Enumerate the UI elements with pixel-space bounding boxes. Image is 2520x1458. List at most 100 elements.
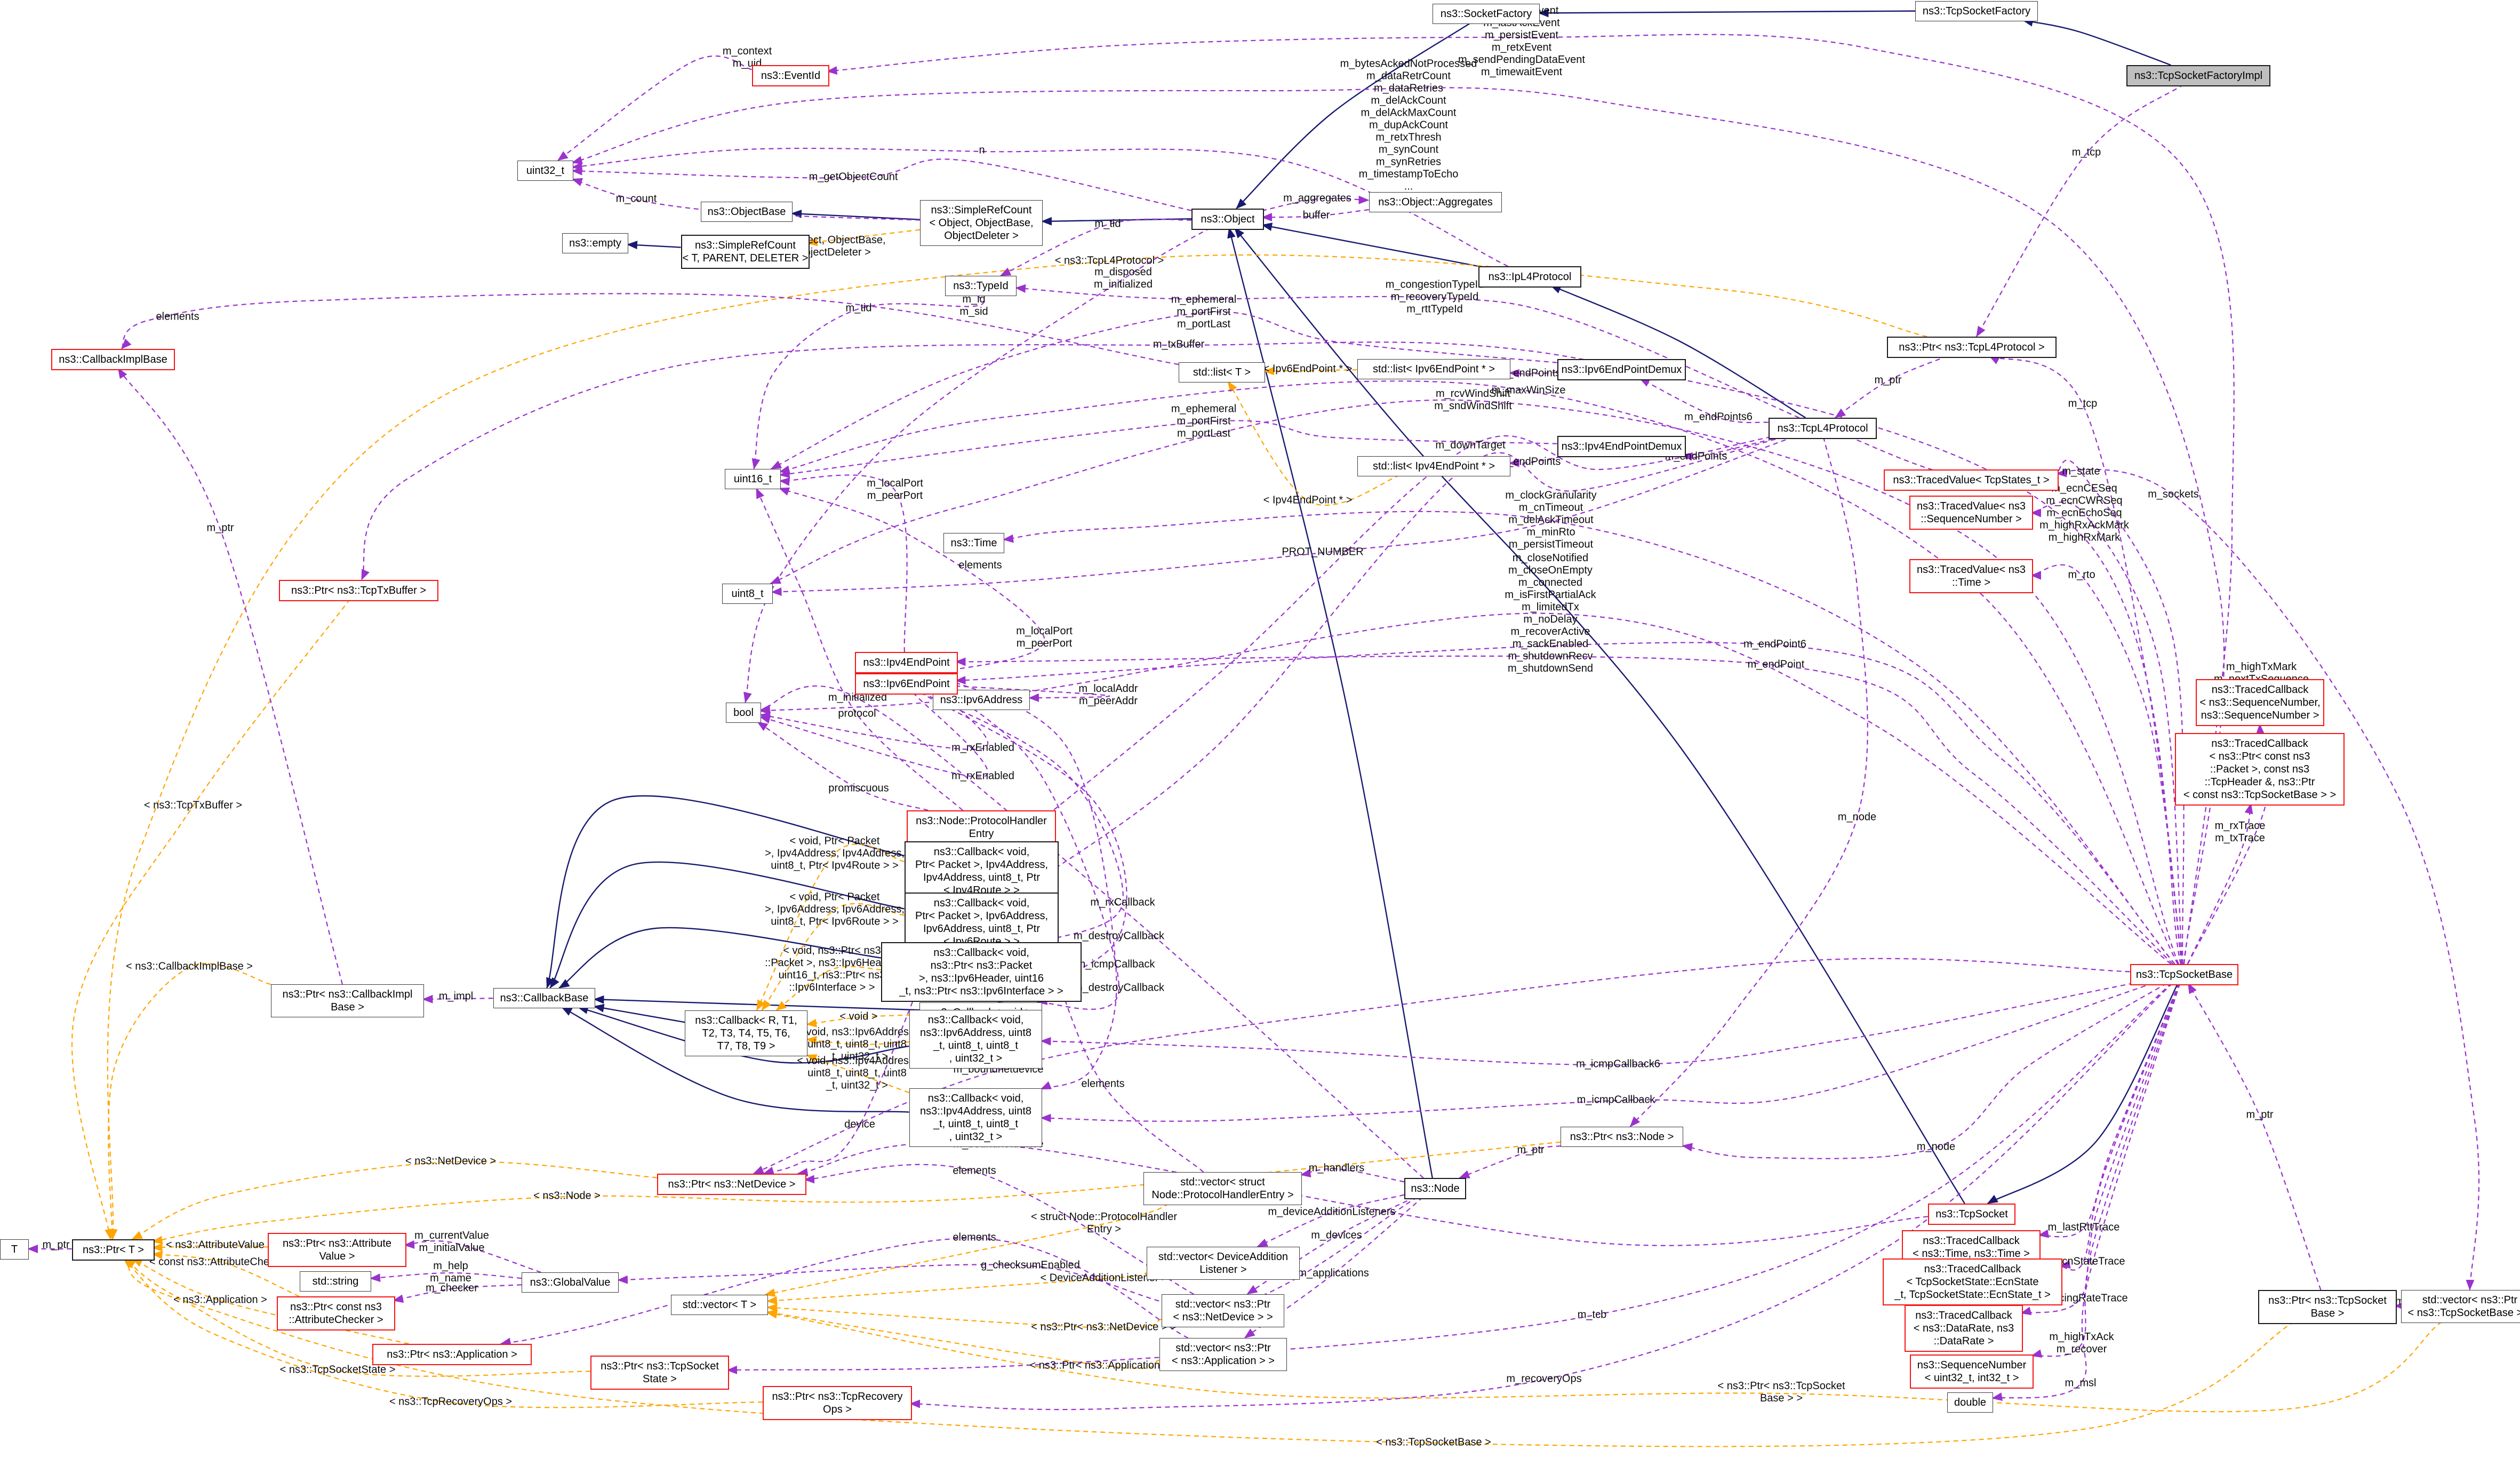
edge-type_id-to-uint16: [751, 294, 985, 469]
class-node-ptr_attrval[interactable]: ns3::Ptr< ns3::Attribute Value >: [268, 1233, 406, 1267]
class-node-list_t[interactable]: std::list< T >: [1179, 362, 1265, 383]
edge-label: elements: [958, 559, 1002, 571]
class-node-tcp_socket_base[interactable]: ns3::TcpSocketBase: [2130, 964, 2238, 985]
class-node-vec_dev[interactable]: std::vector< ns3::Ptr < ns3::NetDevice >…: [1162, 1294, 1284, 1327]
class-node-tcp_socket_factory_impl[interactable]: ns3::TcpSocketFactoryImpl: [2126, 65, 2270, 86]
class-node-ep4[interactable]: ns3::Ipv4EndPoint: [855, 652, 958, 673]
edge-list_t-to-cbimpl: [121, 293, 1179, 365]
class-node-simple_refcount_obj[interactable]: ns3::SimpleRefCount < Object, ObjectBase…: [920, 200, 1043, 246]
class-node-uint32[interactable]: uint32_t: [517, 161, 573, 181]
edge-label: m_state: [2062, 465, 2100, 477]
edge-label: < Ipv4EndPoint * >: [1263, 494, 1353, 506]
class-node-cb_icmp6[interactable]: ns3::Callback< void, ns3::Ipv6Address, u…: [909, 1010, 1042, 1069]
class-node-tc_seq[interactable]: ns3::TracedCallback < ns3::SequenceNumbe…: [2196, 679, 2324, 726]
class-node-ptr_tcp_l4[interactable]: ns3::Ptr< ns3::TcpL4Protocol >: [1887, 337, 2057, 358]
class-node-global_value[interactable]: ns3::GlobalValue: [522, 1272, 619, 1293]
class-node-ptr_node[interactable]: ns3::Ptr< ns3::Node >: [1561, 1127, 1683, 1147]
class-node-phe[interactable]: ns3::Node::ProtocolHandler Entry: [907, 810, 1056, 844]
edge-label: m_icmpCallback: [1577, 1094, 1655, 1106]
edge-tcp_socket-to-ptr_netdev: [797, 1142, 1929, 1246]
edge-label: m_closeNotified m_closeOnEmpty m_connect…: [1505, 552, 1596, 674]
edge-tcp_socket_base-to-tv_seq: [2030, 501, 2183, 965]
class-node-ptr_tro[interactable]: ns3::Ptr< ns3::TcpRecovery Ops >: [763, 1386, 912, 1420]
class-node-vec_tsb[interactable]: std::vector< ns3::Ptr < ns3::TcpSocketBa…: [2401, 1290, 2520, 1323]
edge-label: m_localAddr m_peerAddr: [1078, 683, 1138, 707]
class-node-tv_time[interactable]: ns3::TracedValue< ns3 ::Time >: [1909, 559, 2033, 593]
class-node-vec_app[interactable]: std::vector< ns3::Ptr < ns3::Application…: [1159, 1338, 1287, 1371]
edge-label: m_ptr: [42, 1239, 70, 1251]
edge-label: m_endPoint6: [1743, 638, 1806, 650]
edge-label: m_tcb: [1577, 1309, 1607, 1321]
class-node-std_string[interactable]: std::string: [300, 1271, 371, 1292]
class-node-ep6[interactable]: ns3::Ipv6EndPoint: [855, 673, 958, 695]
edge-label: device: [844, 1118, 875, 1130]
class-node-uint16[interactable]: uint16_t: [725, 469, 781, 489]
class-node-double[interactable]: double: [1947, 1392, 1993, 1413]
class-node-vec_t[interactable]: std::vector< T >: [671, 1295, 768, 1315]
class-node-ptr_cbimpl[interactable]: ns3::Ptr< ns3::CallbackImpl Base >: [271, 984, 424, 1017]
class-node-ptr_tss[interactable]: ns3::Ptr< ns3::TcpSocket State >: [590, 1356, 729, 1390]
class-node-tcp_l4[interactable]: ns3::TcpL4Protocol: [1769, 418, 1877, 439]
class-node-object_base[interactable]: ns3::ObjectBase: [701, 202, 793, 222]
class-node-ipl4[interactable]: ns3::IpL4Protocol: [1478, 266, 1581, 288]
edge-label: m_ptr: [1874, 374, 1902, 386]
class-node-tv_states[interactable]: ns3::TracedValue< TcpStates_t >: [1884, 469, 2059, 491]
class-node-tc_pkt[interactable]: ns3::TracedCallback < ns3::Ptr< const ns…: [2175, 733, 2345, 806]
class-node-tc_ecn[interactable]: ns3::TracedCallback < TcpSocketState::Ec…: [1883, 1258, 2062, 1305]
edge-label: m_rcvWindShift m_sndWindShift: [1434, 388, 1512, 412]
class-node-ns3_object[interactable]: ns3::Object: [1191, 209, 1264, 230]
class-node-tcp_socket_factory[interactable]: ns3::TcpSocketFactory: [1915, 1, 2038, 21]
edge-label: < ns3::Ptr< ns3::Application > >: [1029, 1359, 1179, 1372]
edge-label: < Ipv6EndPoint * >: [1263, 363, 1353, 375]
class-node-demux_v4[interactable]: ns3::Ipv4EndPointDemux: [1557, 436, 1686, 457]
edge-label: m_highTxAck m_recover: [2049, 1331, 2114, 1355]
class-node-cb_template[interactable]: ns3::Callback< R, T1, T2, T3, T4, T5, T6…: [685, 1010, 807, 1056]
class-node-t_box[interactable]: T: [0, 1239, 29, 1260]
class-node-ptr_app[interactable]: ns3::Ptr< ns3::Application >: [372, 1344, 532, 1365]
edge-label: m_rxTrace m_txTrace: [2214, 820, 2266, 844]
edge-label: m_id m_sid: [959, 293, 988, 317]
class-node-tcp_socket[interactable]: ns3::TcpSocket: [1928, 1204, 2015, 1225]
class-node-ptr_t[interactable]: ns3::Ptr< T >: [72, 1239, 155, 1261]
class-node-time[interactable]: ns3::Time: [943, 533, 1004, 553]
class-node-list_v6[interactable]: std::list< Ipv6EndPoint * >: [1357, 359, 1510, 379]
class-node-ptr_txbuf[interactable]: ns3::Ptr< ns3::TcpTxBuffer >: [279, 580, 438, 601]
edge-list_v4-to-list_t: [1227, 381, 1400, 506]
class-node-callback_base[interactable]: ns3::CallbackBase: [493, 988, 595, 1008]
class-node-ptr_attrchk[interactable]: ns3::Ptr< const ns3 ::AttributeChecker >: [277, 1296, 395, 1330]
class-node-ptr_netdev[interactable]: ns3::Ptr< ns3::NetDevice >: [657, 1174, 806, 1195]
class-node-bool[interactable]: bool: [726, 703, 761, 723]
class-node-ns3_empty[interactable]: ns3::empty: [562, 233, 628, 253]
edge-label: protocol: [838, 707, 876, 720]
class-node-tv_seq[interactable]: ns3::TracedValue< ns3 ::SequenceNumber >: [1909, 496, 2033, 530]
edge-label: elements: [156, 310, 199, 323]
class-node-ptr_tsb[interactable]: ns3::Ptr< ns3::TcpSocket Base >: [2258, 1290, 2397, 1324]
class-node-cb_icmp4[interactable]: ns3::Callback< void, ns3::Ipv4Address, u…: [909, 1088, 1042, 1147]
edge-label: m_rxEnabled: [951, 770, 1014, 782]
edge-tcp_socket_base-to-tcp_socket: [1987, 983, 2179, 1205]
class-node-cb_ip6hdr[interactable]: ns3::Callback< void, ns3::Ptr< ns3::Pack…: [881, 942, 1082, 1002]
class-node-tc_rate[interactable]: ns3::TracedCallback < ns3::DataRate, ns3…: [1905, 1305, 2023, 1352]
class-node-demux_v6[interactable]: ns3::Ipv6EndPointDemux: [1557, 359, 1686, 380]
class-node-type_id[interactable]: ns3::TypeId: [945, 276, 1017, 296]
class-node-list_v4[interactable]: std::list< Ipv4EndPoint * >: [1357, 456, 1510, 476]
class-node-simple_refcount_t[interactable]: ns3::SimpleRefCount < T, PARENT, DELETER…: [681, 235, 810, 269]
edge-label: < ns3::AttributeValue >: [166, 1239, 274, 1251]
class-node-aggregates[interactable]: ns3::Object::Aggregates: [1369, 192, 1502, 212]
class-node-node[interactable]: ns3::Node: [1404, 1178, 1466, 1199]
edge-label: m_ecnCESeq m_ecnCWRSeq m_ecnEchoSeq m_hi…: [2039, 482, 2129, 544]
edge-label: m_lastRttTrace: [2047, 1221, 2120, 1233]
edge-label: m_deviceAdditionListeners: [1268, 1206, 1396, 1218]
class-node-uint8[interactable]: uint8_t: [722, 584, 773, 604]
edge-label: m_tcp: [2068, 397, 2098, 410]
edge-tcp_socket_base-to-tc_time: [2038, 983, 2180, 1238]
class-node-vec_dal[interactable]: std::vector< DeviceAddition Listener >: [1147, 1247, 1300, 1280]
class-node-vec_phe[interactable]: std::vector< struct Node::ProtocolHandle…: [1143, 1172, 1302, 1205]
edge-label: n: [979, 144, 985, 156]
class-node-socket_factory[interactable]: ns3::SocketFactory: [1433, 4, 1540, 24]
class-node-seqnum[interactable]: ns3::SequenceNumber < uint32_t, int32_t …: [1910, 1355, 2034, 1389]
edge-event_id-to-uint32: [557, 55, 752, 161]
class-node-event_id[interactable]: ns3::EventId: [752, 65, 829, 86]
class-node-cbimpl[interactable]: ns3::CallbackImplBase: [51, 349, 175, 370]
edge-label: m_impl: [438, 990, 474, 1002]
